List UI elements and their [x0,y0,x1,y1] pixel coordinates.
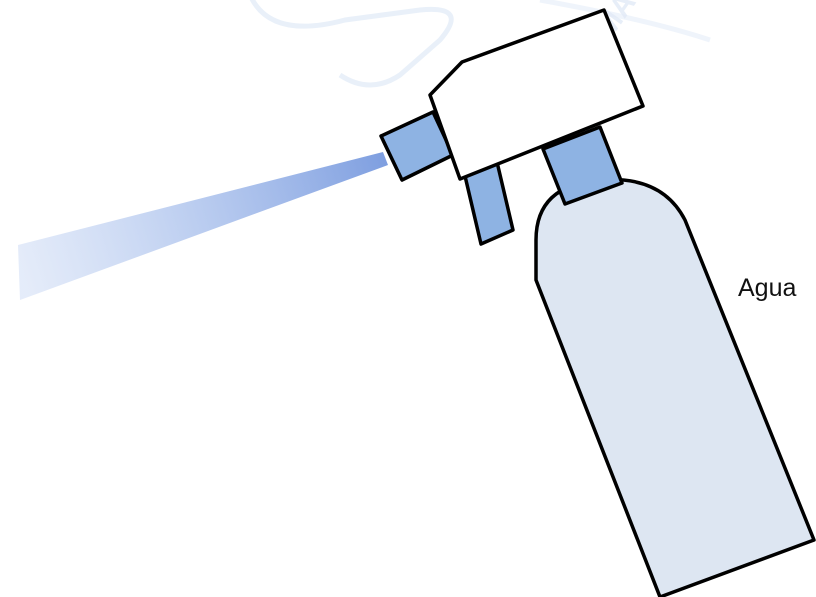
bottle-body [536,180,814,597]
water-label: Agua [738,276,796,301]
spray-mist [18,152,388,300]
